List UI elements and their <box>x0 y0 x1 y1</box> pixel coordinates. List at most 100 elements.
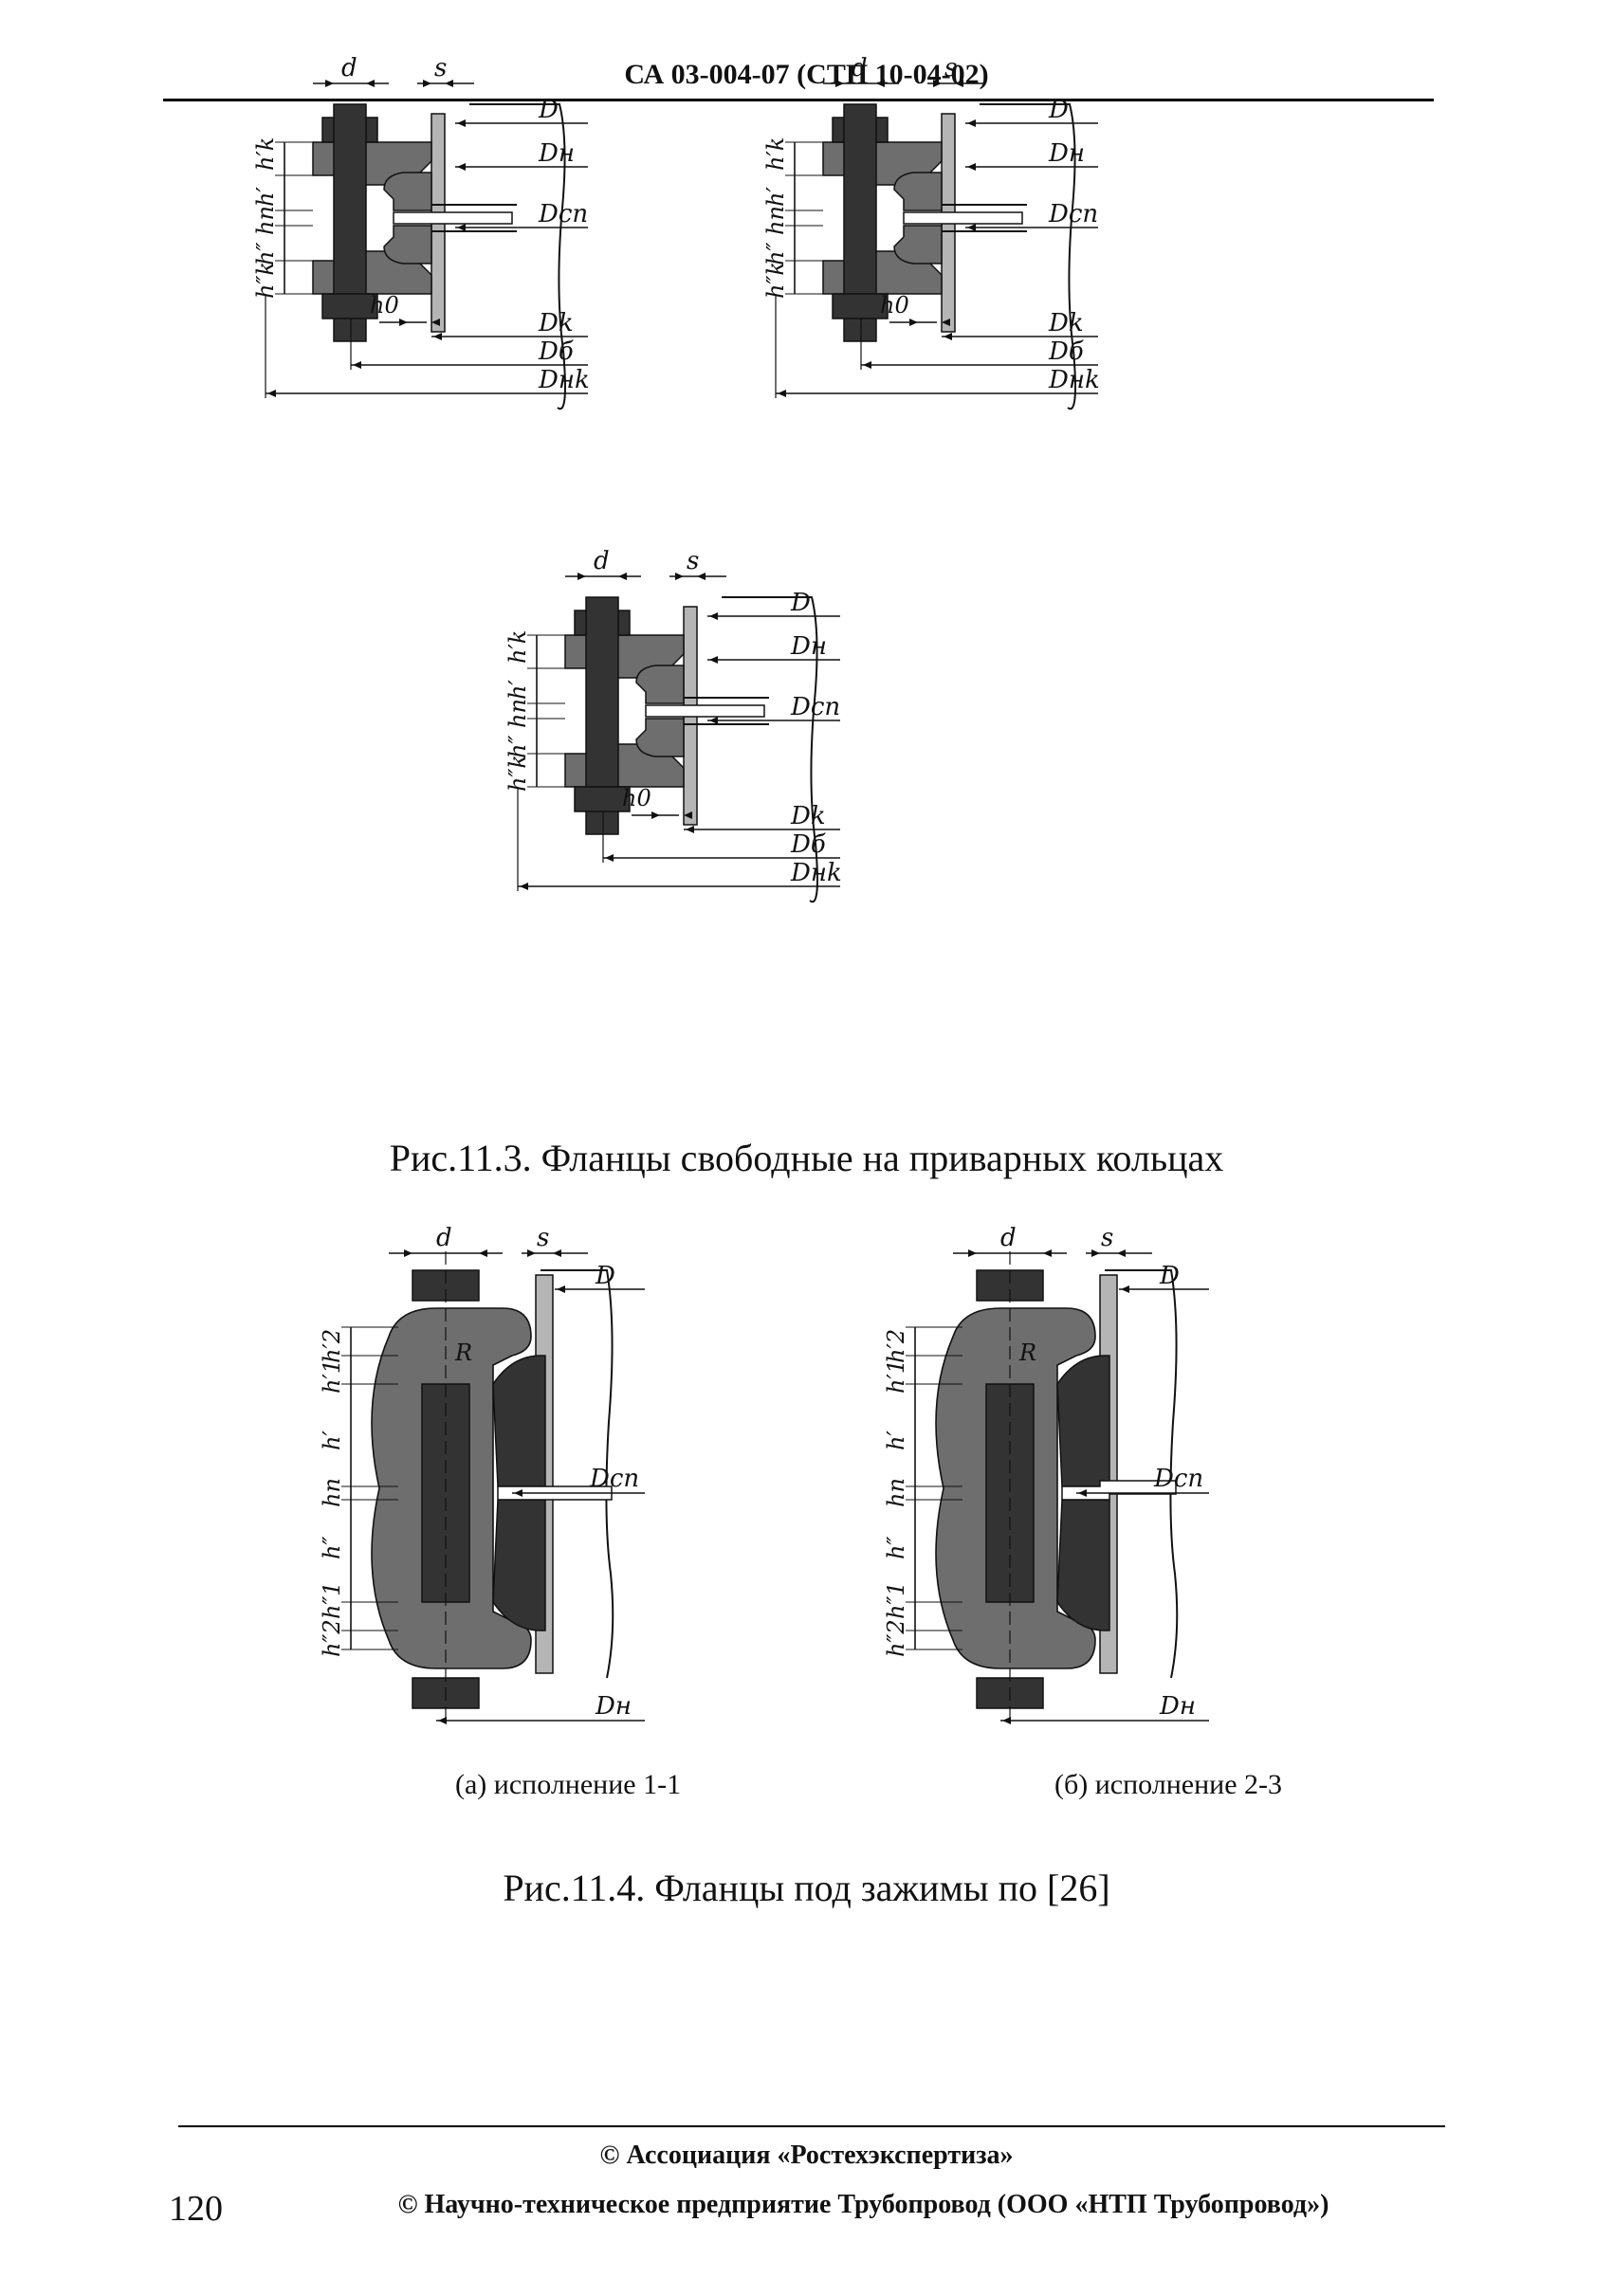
arrow-head <box>1043 1249 1052 1257</box>
arrow-head <box>514 1489 522 1497</box>
dimension-label: d <box>1000 1224 1017 1252</box>
lower-welded-ring <box>893 225 943 264</box>
dimension-label: Dн <box>1159 1692 1196 1721</box>
arrow-head <box>1002 1717 1011 1724</box>
arrow-head <box>399 319 408 326</box>
arrow-head <box>557 1285 565 1293</box>
arrow-head <box>1091 1249 1100 1257</box>
dimension-label: Dн <box>790 632 827 661</box>
arrow-head <box>1121 1285 1129 1293</box>
arrow-head <box>697 573 706 580</box>
lower-nut <box>976 1677 1044 1709</box>
dimension-label: h″k <box>252 262 279 299</box>
arrow-head <box>942 319 950 326</box>
upper-hub <box>492 1355 546 1487</box>
arrow-head <box>967 163 976 171</box>
arrow-head <box>1078 1489 1087 1497</box>
arrow-head <box>527 1249 536 1257</box>
dimension-label: D <box>790 589 811 617</box>
dimension-label: Dk <box>790 802 826 830</box>
lower-welded-ring <box>383 225 432 264</box>
arrow-head <box>1117 1249 1126 1257</box>
arrow-head <box>686 826 694 833</box>
gasket <box>903 211 1023 225</box>
arrow-head <box>684 811 692 819</box>
dimension-label: h″k <box>762 262 789 299</box>
dimension-label: h0 <box>370 292 399 319</box>
arrow-head <box>709 656 718 664</box>
footer-enterprise: © Научно-техническое предприятие Трубопр… <box>397 2190 1329 2219</box>
arrow-head <box>968 1249 977 1257</box>
dimension-label: Dсп <box>790 693 840 721</box>
dimension-label: D <box>595 1262 615 1290</box>
gasket <box>393 211 513 225</box>
upper-hub <box>1056 1355 1110 1487</box>
arrow-head <box>445 80 453 87</box>
dimension-label: h′k <box>762 137 789 171</box>
arrow-head <box>267 390 276 397</box>
dimension-label: s <box>1101 1224 1113 1252</box>
figure-11-4-sub-b: (б) исполнение 2-3 <box>1054 1769 1283 1800</box>
dimension-label: h0 <box>622 785 651 811</box>
arrow-head <box>457 224 466 231</box>
figure-11-4-sub-a: (а) исполнение 1-1 <box>455 1769 682 1800</box>
dimension-label: Dб <box>538 337 574 366</box>
clamp-inner <box>421 1383 470 1603</box>
dimension-label: h″ <box>504 736 531 758</box>
pipe-outline <box>980 103 1076 410</box>
dimension-label: h′ <box>762 187 789 207</box>
dimension-label: d <box>436 1224 452 1252</box>
dimension-label: Dk <box>1048 309 1084 337</box>
dimension-label: hп <box>252 206 279 235</box>
dimension-label: h″ <box>319 1537 345 1559</box>
dimension-label: Dн <box>595 1692 632 1721</box>
arrow-head <box>353 361 361 369</box>
lower-nut <box>574 786 631 812</box>
dimension-label: h″ <box>883 1537 909 1559</box>
lower-nut <box>832 293 889 319</box>
pipe-outline <box>722 596 818 903</box>
arrow-head <box>553 1249 561 1257</box>
dimension-label: s <box>434 54 447 82</box>
dimension-label: Dk <box>538 309 574 337</box>
dimension-label: Dсп <box>538 200 588 228</box>
arrow-head <box>709 612 718 620</box>
arrow-head <box>967 119 976 127</box>
dimension-label: h′1 <box>319 1359 345 1394</box>
gasket-tongue-groove <box>1061 1480 1177 1501</box>
dimension-label: h″1 <box>883 1581 909 1619</box>
arrow-head <box>404 1249 412 1257</box>
clamp-inner <box>985 1383 1035 1603</box>
dimension-label: h″ <box>762 243 789 265</box>
arrow-head <box>605 854 614 862</box>
arrow-head <box>618 573 627 580</box>
dimension-label: h″ <box>252 243 279 265</box>
arrow-head <box>423 80 431 87</box>
arrow-head <box>863 361 871 369</box>
gasket <box>645 704 765 718</box>
pipe-outline <box>469 103 566 410</box>
dimension-label: h′1 <box>883 1359 909 1394</box>
arrow-head <box>944 333 952 340</box>
arrow-head <box>955 80 963 87</box>
dimension-label: h′2 <box>319 1329 345 1363</box>
dimension-label: Dнk <box>1048 366 1100 394</box>
dimension-label: d <box>594 547 610 575</box>
arrow-head <box>577 573 586 580</box>
upper-welded-ring <box>893 172 943 211</box>
dimension-label: hп <box>762 206 789 235</box>
arrow-head <box>778 390 786 397</box>
footer-association: © Ассоциация «Ростехэкспертиза» <box>599 2141 1014 2170</box>
lower-nut <box>321 293 378 319</box>
arrow-head <box>433 333 442 340</box>
dimension-label: D <box>1048 96 1069 124</box>
arrow-head <box>438 1717 447 1724</box>
dimension-label: h″1 <box>319 1581 345 1619</box>
arrow-head <box>457 163 466 171</box>
arrow-head <box>520 883 528 890</box>
